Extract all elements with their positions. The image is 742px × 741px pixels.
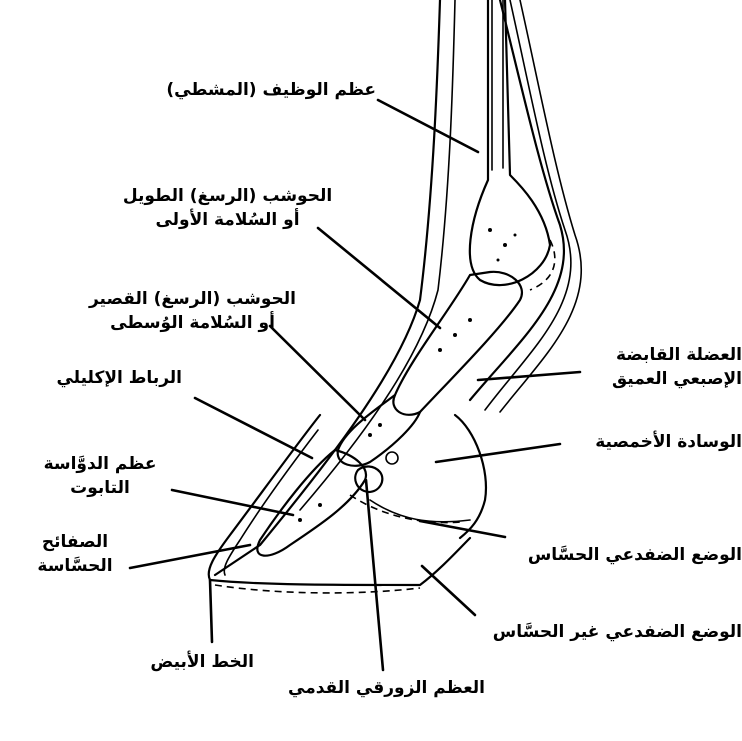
leader-short-pastern	[270, 326, 365, 420]
leader-coffin-bone	[172, 490, 293, 515]
cannon-bone-medulla	[492, 0, 503, 170]
label-long-pastern: الحوشب (الرسغ) الطويل أو السُلامة الأولى	[95, 184, 360, 232]
label-cannon-bone: عظم الوظيف (المشطي)	[166, 78, 376, 102]
speck	[468, 318, 472, 322]
label-coronary-ligament: الرباط الإكليلي	[56, 366, 182, 390]
speck	[438, 348, 442, 352]
label-short-pastern-line2: أو السُلامة الوُسطى	[70, 311, 315, 335]
leader-insensitive-frog	[422, 566, 475, 615]
hoof-sole-dashed	[215, 585, 420, 593]
navicular-bone-shape	[355, 466, 382, 492]
label-flexor-tendon-line1: العضلة القابضة	[612, 343, 742, 367]
leg-inner-line-1	[300, 0, 455, 510]
label-long-pastern-line1: الحوشب (الرسغ) الطويل	[95, 184, 360, 208]
frog-outline	[370, 500, 470, 522]
speck	[503, 243, 507, 247]
label-short-pastern-line1: الحوشب (الرسغ) القصير	[70, 287, 315, 311]
speck	[453, 333, 457, 337]
label-coffin-bone-line1: عظم الدوَّاسة	[30, 452, 170, 476]
label-sensitive-laminae-line2: الحسَّاسة	[20, 554, 130, 578]
speck	[488, 228, 492, 232]
label-long-pastern-line2: أو السُلامة الأولى	[95, 208, 360, 232]
speck	[378, 423, 382, 427]
leader-coronary-ligament	[195, 398, 312, 458]
label-insensitive-frog: الوضع الضفدعي غير الحسَّاس	[493, 620, 742, 644]
label-sensitive-laminae-line1: الصفائح	[20, 530, 130, 554]
joint-circle	[386, 452, 398, 464]
speck	[298, 518, 302, 522]
leg-back-outline	[470, 0, 564, 400]
label-flexor-tendon: العضلة القابضة الإصبعي العميق	[612, 343, 742, 391]
speck	[497, 259, 500, 262]
leader-cannon-bone	[378, 100, 478, 152]
speck	[318, 503, 322, 507]
speck	[514, 234, 517, 237]
label-white-line: الخط الأبيض	[150, 650, 254, 674]
label-navicular-bone: العظم الزورقي القدمي	[288, 676, 485, 700]
speck	[368, 433, 372, 437]
leader-digital-cushion	[436, 444, 560, 462]
label-coffin-bone-line2: التابوت	[30, 476, 170, 500]
label-short-pastern: الحوشب (الرسغ) القصير أو السُلامة الوُسط…	[70, 287, 315, 335]
label-coffin-bone: عظم الدوَّاسة التابوت	[30, 452, 170, 500]
label-sensitive-laminae: الصفائح الحسَّاسة	[20, 530, 130, 578]
long-pastern-bone	[393, 272, 522, 415]
label-digital-cushion: الوسادة الأخمصية	[595, 430, 742, 454]
label-sensitive-frog: الوضع الضفدعي الحسَّاس	[528, 543, 742, 567]
leg-inner-line-2	[485, 0, 571, 410]
leader-white-line	[210, 580, 212, 642]
label-flexor-tendon-line2: الإصبعي العميق	[612, 367, 742, 391]
heel-dashed	[530, 240, 555, 290]
